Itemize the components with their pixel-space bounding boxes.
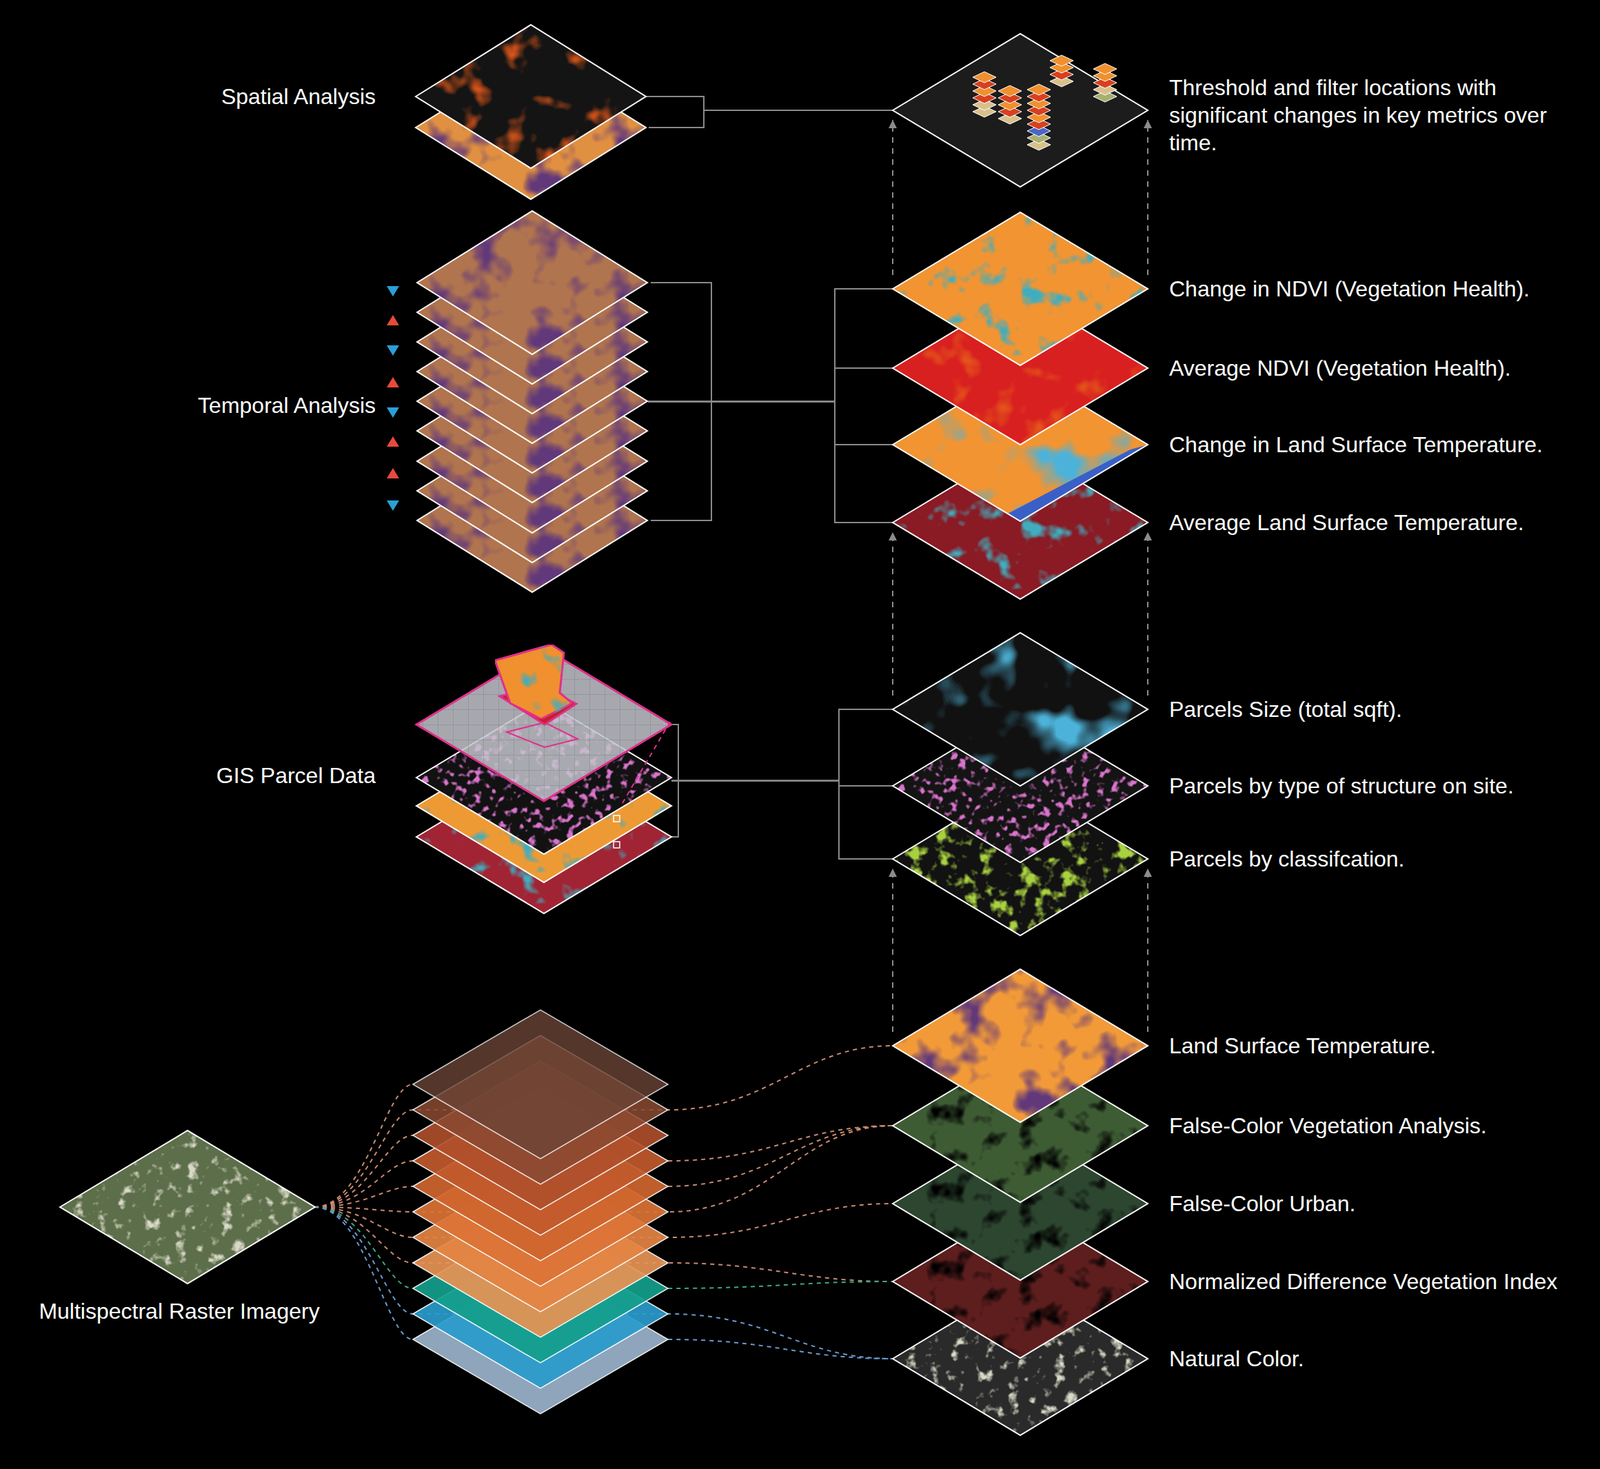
map-layer: Land Surface Temperature.: [892, 969, 1148, 1123]
arrow-head: [1143, 119, 1152, 129]
layer-label: Land Surface Temperature.: [1169, 1031, 1436, 1060]
connector: [645, 96, 893, 111]
layer-label: Natural Color.: [1169, 1344, 1305, 1373]
layer-label: GIS Parcel Data: [216, 761, 376, 790]
layer-label: Change in NDVI (Vegetation Health).: [1169, 275, 1530, 303]
layer-label: Normalized Difference Vegetation Index: [1169, 1267, 1558, 1296]
map-layer: Normalized Difference Vegetation Index: [892, 1204, 1148, 1359]
source-image: Multispectral Raster Imagery: [61, 1133, 315, 1281]
connector-line: [647, 288, 893, 402]
layer-label: Spatial Analysis: [221, 82, 376, 111]
layer-label: Average NDVI (Vegetation Health).: [1169, 354, 1512, 382]
arrow-head: [1143, 868, 1152, 877]
map-layer: Change in NDVI (Vegetation Health).: [892, 212, 1148, 366]
layer-label: Temporal Analysis: [197, 391, 376, 420]
map-layer: Parcels Size (total sqft).: [892, 632, 1148, 786]
map-layer: Change in Land Surface Temperature.: [892, 368, 1148, 522]
connector: [671, 781, 893, 860]
layer-label: Parcels by type of structure on site.: [1169, 772, 1514, 800]
connector: [647, 368, 893, 402]
arrow-head: [888, 119, 897, 129]
layer-label: Parcels Size (total sqft).: [1169, 695, 1403, 724]
layer-stack: GIS Parcel Data: [416, 648, 672, 913]
map-layer: Average NDVI (Vegetation Health).: [892, 291, 1148, 445]
connector-line: [647, 401, 893, 524]
layer-label: False-Color Urban.: [1169, 1189, 1356, 1218]
layer-stack: Spatial Analysis: [416, 24, 646, 169]
arrow-head: [888, 868, 897, 877]
connector-line: [645, 96, 893, 111]
connector: [671, 709, 893, 782]
map-layer: Average Land Surface Temperature.: [892, 446, 1148, 600]
layer-label: Threshold and filter locations with sign…: [1169, 73, 1556, 157]
layer-label: Change in Land Surface Temperature.: [1169, 430, 1543, 459]
layer-label: False-Color Vegetation Analysis.: [1169, 1111, 1487, 1140]
connector: [647, 401, 893, 524]
connector: [647, 401, 893, 446]
connector-line: [671, 709, 893, 782]
map-layer: Parcels by type of structure on site.: [892, 709, 1148, 863]
connector: [671, 781, 893, 787]
connector-line: [671, 781, 893, 787]
connector: [647, 288, 893, 402]
connector-line: [671, 781, 893, 860]
map-layer: Natural Color.: [892, 1282, 1148, 1436]
layer-label: Parcels by classifcation.: [1169, 845, 1405, 873]
layer-label: Average Land Surface Temperature.: [1169, 508, 1525, 537]
layer-stack: Temporal Analysis: [416, 210, 648, 593]
map-layer: False-Color Urban.: [892, 1127, 1148, 1281]
map-layer: Parcels by classifcation.: [892, 782, 1148, 936]
layer-label: Multispectral Raster Imagery: [38, 1297, 320, 1325]
map-layer: False-Color Vegetation Analysis.: [892, 1049, 1148, 1203]
map-layer: Threshold and filter locations with sign…: [892, 33, 1148, 187]
arrow-head: [888, 532, 897, 541]
arrow-head: [1143, 532, 1152, 541]
connector-line: [647, 368, 893, 402]
connector-line: [647, 401, 893, 446]
